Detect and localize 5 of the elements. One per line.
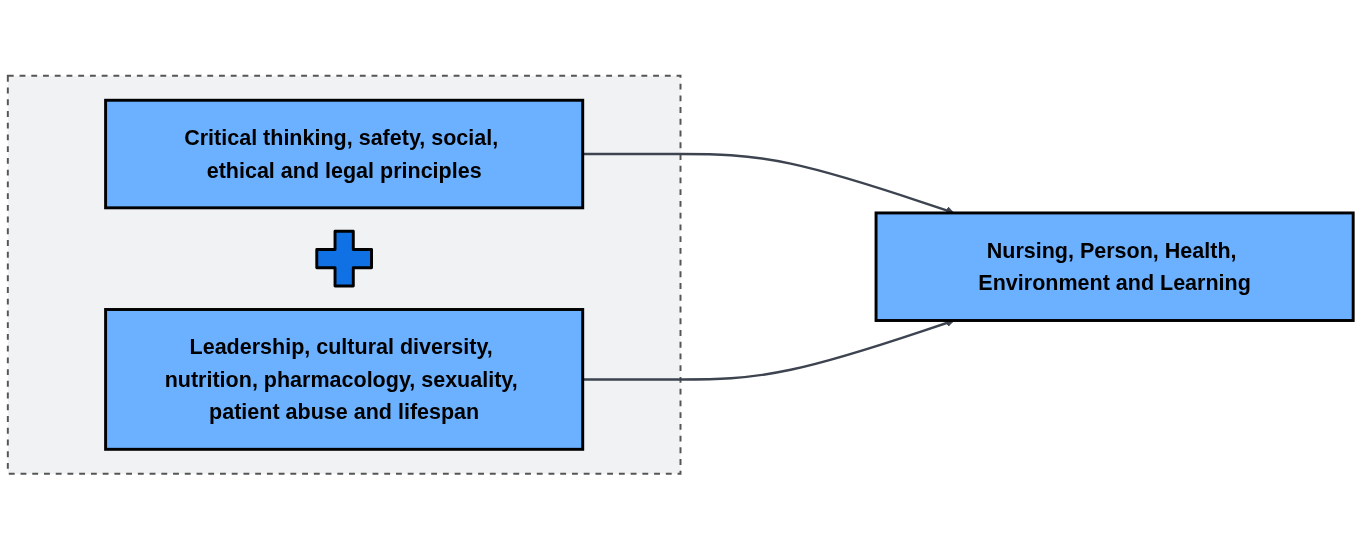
node-box: Nursing, Person, Health, Environment and Learning	[874, 211, 1355, 322]
cluster	[6, 74, 682, 475]
node-plus	[315, 229, 373, 288]
node-box: Critical thinking, safety, social, ethical and legal principles	[104, 98, 585, 209]
node-box: Leadership, cultural diversity, nutrition, pharmacology, sexuality, patient abuse and lifespan	[104, 307, 585, 451]
